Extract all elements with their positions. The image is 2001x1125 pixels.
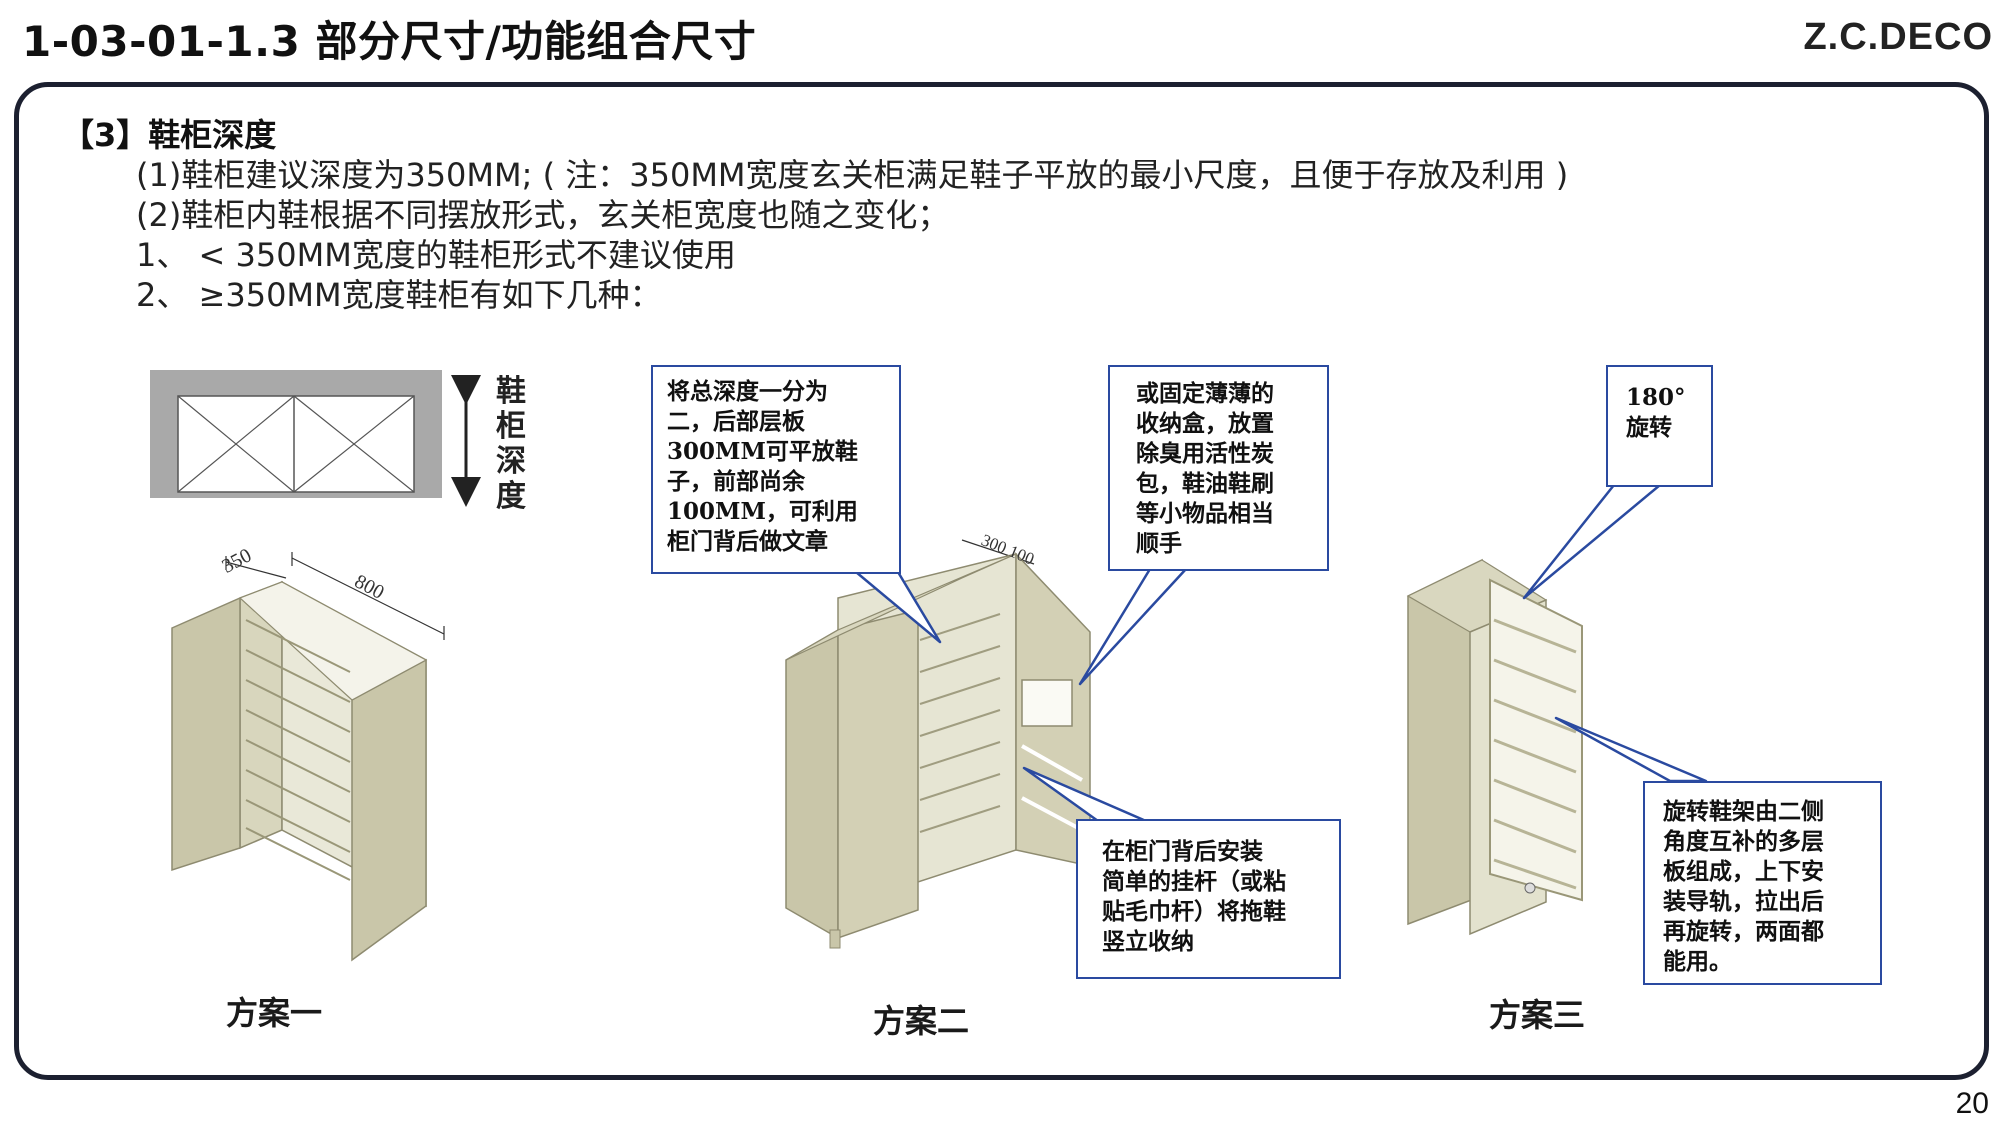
scheme-2-cabinet (785, 539, 1091, 949)
text-line-3: 1、 < 350MM宽度的鞋柜形式不建议使用 (136, 236, 736, 274)
top-view-sketch (150, 370, 442, 498)
callout-split-depth: 将总深度一分为 二，后部层板 300MM可平放鞋 子，前部尚余 100MM，可利… (651, 365, 901, 574)
page-number: 20 (1955, 1087, 1989, 1120)
scheme-2-label: 方案二 (873, 1002, 970, 1040)
brand-logo: Z.C.DECO (1803, 16, 1993, 58)
scheme-3-label: 方案三 (1489, 996, 1586, 1034)
text-line-4: 2、 ≥350MM宽度鞋柜有如下几种： (136, 276, 662, 314)
section-title: 【3】鞋柜深度 (62, 116, 277, 154)
scheme-1-cabinet (171, 552, 445, 962)
text-line-2: (2)鞋柜内鞋根据不同摆放形式，玄关柜宽度也随之变化； (136, 196, 950, 234)
scheme-1-label: 方案一 (226, 994, 323, 1032)
depth-vertical-label: 鞋柜深度 (496, 374, 526, 514)
text-line-1: (1)鞋柜建议深度为350MM; ( 注：350MM宽度玄关柜满足鞋子平放的最小… (136, 156, 1569, 194)
callout-rotate: 180° 旋转 (1606, 365, 1713, 487)
callout-hanging-rod: 在柜门背后安装 简单的挂杆（或粘 贴毛巾杆）将拖鞋 竖立收纳 (1076, 819, 1341, 979)
page-title: 1-03-01-1.3 部分尺寸/功能组合尺寸 (22, 17, 757, 66)
scheme-3-cabinet (1406, 558, 1583, 936)
callout-storage-box: 或固定薄薄的 收纳盒，放置 除臭用活性炭 包，鞋油鞋刷 等小物品相当 顺手 (1108, 365, 1329, 571)
callout-rotating-rack: 旋转鞋架由二侧 角度互补的多层 板组成，上下安 装导轨，拉出后 再旋转，两面都 … (1643, 781, 1882, 985)
callout-leaders (854, 483, 1708, 823)
content-frame (14, 82, 1989, 1080)
